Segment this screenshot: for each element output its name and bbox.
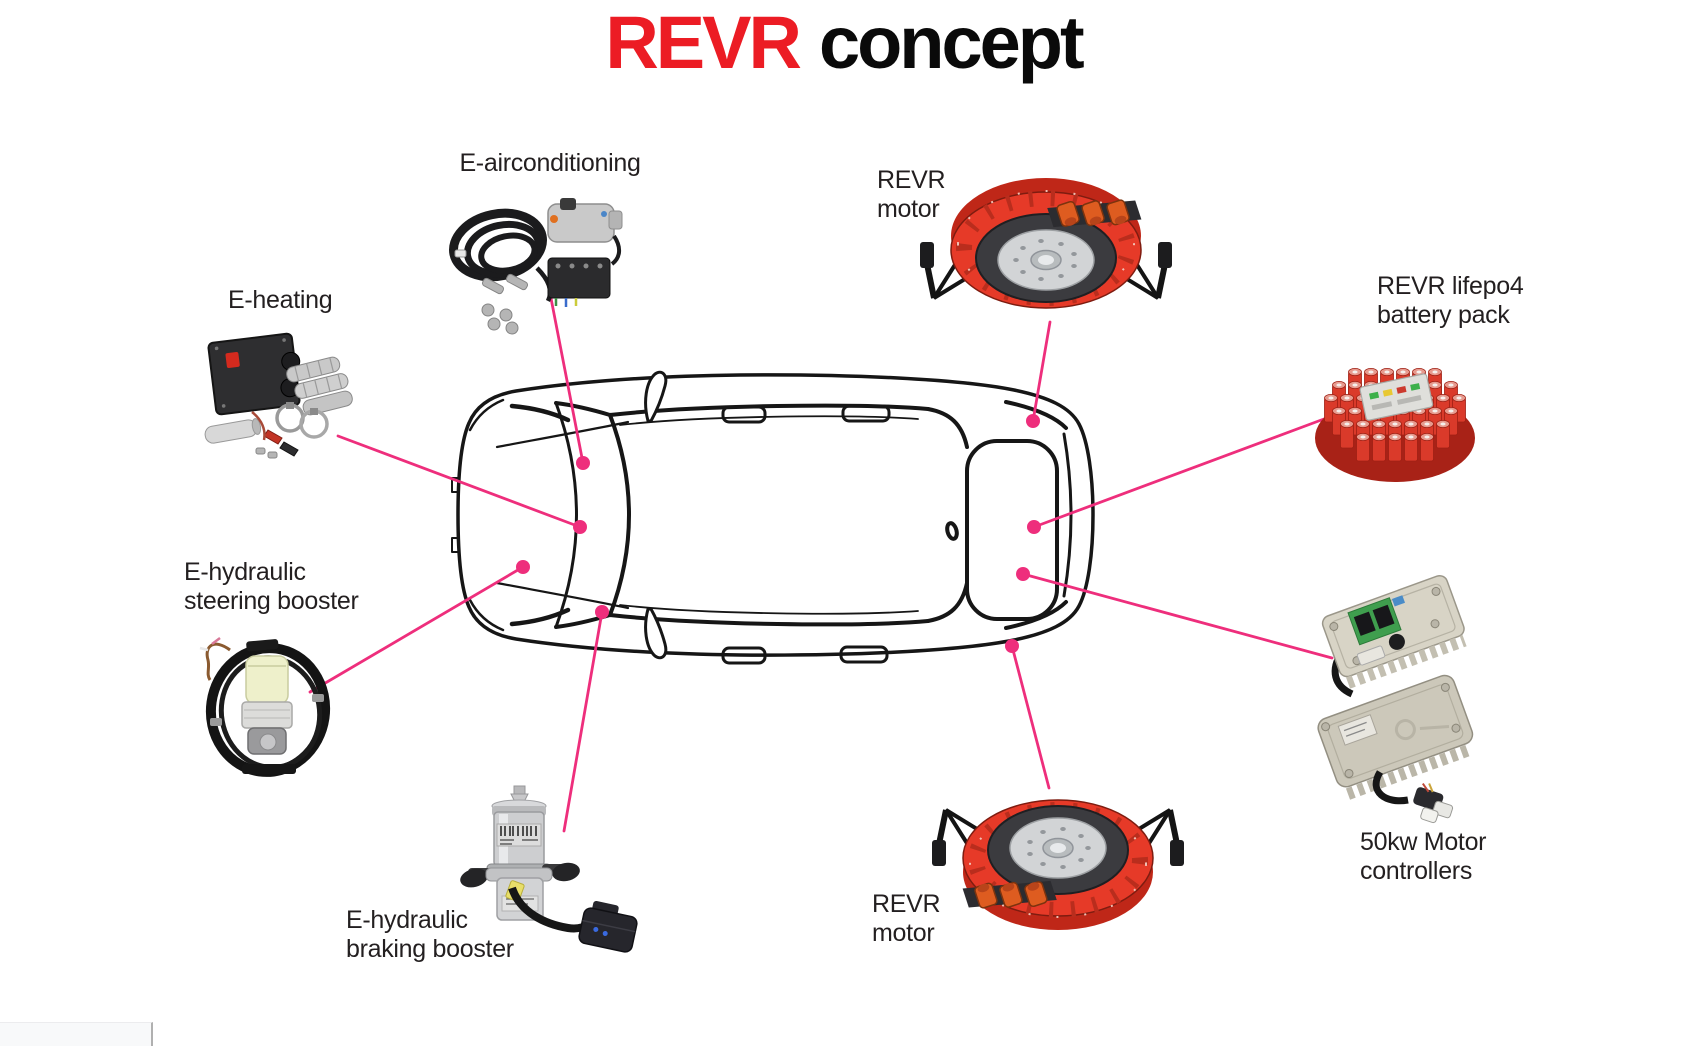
connector-line bbox=[1032, 414, 1334, 529]
label-revr-lifepo4-battery-pack: REVR lifepo4 battery pack bbox=[1377, 272, 1524, 329]
label-e-hydraulic-braking-booster: E-hydraulic braking booster bbox=[346, 906, 514, 963]
title-brand: REVR bbox=[605, 1, 802, 84]
revr-lifepo4-battery-pack-illustration bbox=[1315, 367, 1475, 482]
connection-dot bbox=[576, 456, 590, 470]
car-top-view-outline bbox=[451, 370, 1095, 665]
e-hydraulic-braking-booster-illustration bbox=[460, 785, 638, 953]
e-airconditioning-illustration bbox=[449, 198, 623, 335]
connector-line bbox=[1010, 644, 1051, 790]
revr-motor-bottom-illustration bbox=[932, 800, 1184, 930]
label-e-airconditioning: E-airconditioning bbox=[459, 149, 641, 177]
bottom-left-panel-artifact bbox=[0, 1022, 153, 1046]
connection-dot bbox=[1016, 567, 1030, 581]
connector-line bbox=[1031, 320, 1052, 423]
connector-line bbox=[562, 610, 604, 833]
connection-dot bbox=[1026, 414, 1040, 428]
e-heating-illustration bbox=[204, 332, 353, 459]
motor-controllers-illustration bbox=[1317, 574, 1475, 824]
connector-line bbox=[308, 565, 525, 694]
revr-motor-top-illustration bbox=[920, 178, 1172, 308]
connection-dot bbox=[595, 605, 609, 619]
label-e-heating: E-heating bbox=[228, 286, 333, 314]
connection-dot bbox=[1005, 639, 1019, 653]
label-revr-motor-top: REVR motor bbox=[877, 166, 946, 223]
connector-line bbox=[336, 434, 582, 529]
connector-line bbox=[1021, 572, 1334, 660]
title-word: concept bbox=[818, 1, 1085, 84]
label-revr-motor-bottom: REVR motor bbox=[872, 890, 941, 947]
connection-dot bbox=[1027, 520, 1041, 534]
connection-dot bbox=[573, 520, 587, 534]
label-50kw-motor-controllers: 50kw Motor controllers bbox=[1360, 828, 1487, 885]
e-hydraulic-steering-booster-illustration bbox=[199, 637, 331, 777]
label-e-hydraulic-steering-booster: E-hydraulic steering booster bbox=[184, 558, 359, 615]
connector-line bbox=[547, 286, 585, 465]
connection-dots bbox=[516, 414, 1041, 653]
connection-dot bbox=[516, 560, 530, 574]
connector-lines bbox=[308, 286, 1334, 833]
bms-board bbox=[1359, 373, 1434, 421]
